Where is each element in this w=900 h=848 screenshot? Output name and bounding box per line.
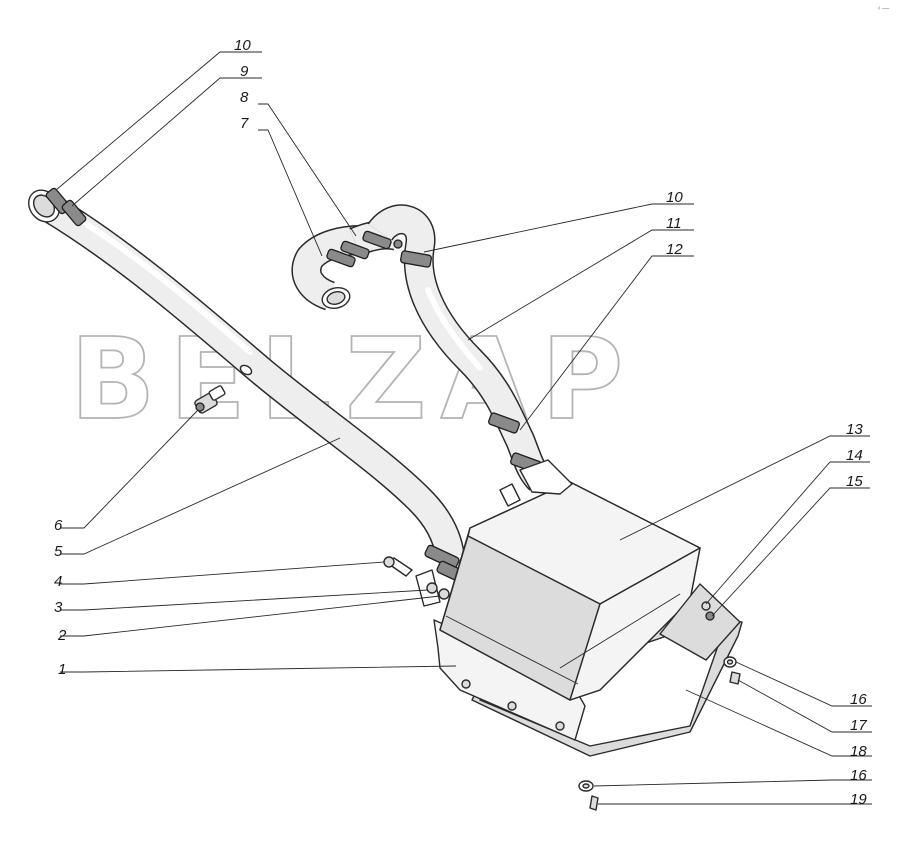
callout-18: 18 xyxy=(850,743,867,760)
callout-19: 19 xyxy=(850,791,867,808)
callout-1: 1 xyxy=(58,661,66,678)
callout-6: 6 xyxy=(54,517,63,534)
callout-8: 8 xyxy=(240,89,249,106)
callout-9: 9 xyxy=(240,63,249,80)
callout-4: 4 xyxy=(54,573,62,590)
callout-14: 14 xyxy=(846,447,863,464)
callout-17: 17 xyxy=(850,717,867,734)
callout-16-right: 16 xyxy=(850,691,867,708)
tank-assembly xyxy=(415,459,743,757)
callout-labels: 10 9 8 7 10 11 12 13 14 15 6 5 4 3 2 1 1… xyxy=(54,37,867,808)
hose-clamps-top xyxy=(45,187,87,227)
callout-11: 11 xyxy=(666,215,682,232)
callout-2: 2 xyxy=(57,627,67,644)
callout-16-bottom: 16 xyxy=(850,767,867,784)
callout-3: 3 xyxy=(54,599,63,616)
callout-7: 7 xyxy=(240,115,249,132)
callout-10-top: 10 xyxy=(234,37,251,54)
callout-5: 5 xyxy=(54,543,63,560)
long-hose xyxy=(27,189,465,559)
callout-10-right: 10 xyxy=(666,189,683,206)
callout-13: 13 xyxy=(846,421,863,438)
elbow-hose-assembly xyxy=(291,204,552,491)
callout-12: 12 xyxy=(666,241,683,258)
corner-mark: ‹ — xyxy=(878,5,889,12)
fitting xyxy=(194,385,226,414)
callout-15: 15 xyxy=(846,473,863,490)
leader-lines xyxy=(55,51,872,805)
fasteners xyxy=(383,556,741,811)
